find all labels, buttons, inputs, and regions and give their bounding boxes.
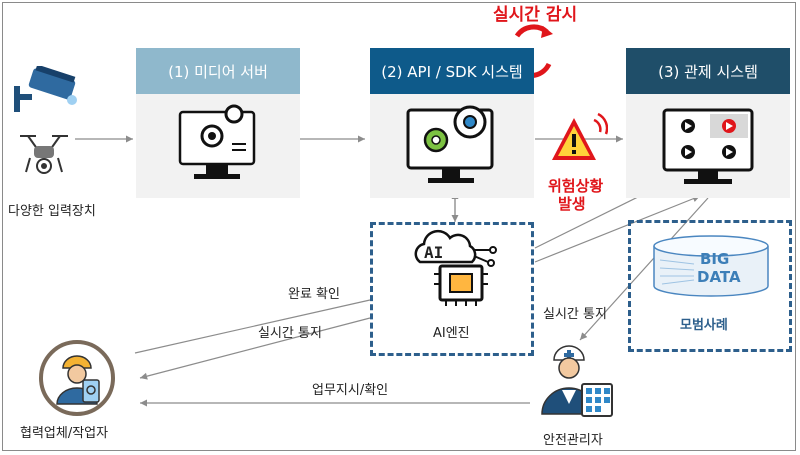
safety-manager-icon <box>541 345 613 417</box>
server-monitor-gear-icon <box>178 104 256 179</box>
ai-engine-box <box>370 222 534 356</box>
realtime-monitoring-label: 실시간 감시 <box>493 5 578 25</box>
warning-icon <box>552 112 608 160</box>
work-order-label: 업무지시/확인 <box>312 383 389 398</box>
big-data-cylinder-icon <box>653 235 769 297</box>
realtime-notify-left-label: 실시간 통지 <box>258 326 322 341</box>
big-data-text-line1: BIG <box>700 250 730 268</box>
api-monitor-gears-icon <box>406 105 494 183</box>
diagram-frame <box>2 2 796 451</box>
cctv-camera-icon <box>14 66 77 112</box>
worker-avatar-icon <box>39 340 115 416</box>
media-server-title: (1) 미디어 서버 <box>136 48 300 94</box>
best-case-box <box>628 220 792 352</box>
done-confirm-label: 완료 확인 <box>288 287 340 302</box>
danger-label-line2: 발생 <box>558 195 586 213</box>
line-ai-to-partner-done <box>134 299 371 354</box>
line-ai-to-control <box>534 195 641 249</box>
realtime-notify-right-label: 실시간 통지 <box>543 307 607 322</box>
drone-icon <box>20 135 68 174</box>
safety-manager-label: 안전관리자 <box>543 433 603 448</box>
danger-label-line1: 위험상황 <box>548 177 604 195</box>
ai-chip-text: AI <box>424 243 444 262</box>
api-sdk-title: (2) API / SDK 시스템 <box>370 48 534 94</box>
partner-worker-label: 협력업체/작업자 <box>20 426 109 441</box>
video-wall-monitor-icon <box>662 108 754 184</box>
big-data-text-line2: DATA <box>697 268 741 286</box>
ai-engine-label: AI엔진 <box>433 326 470 341</box>
input-devices-label: 다양한 입력장치 <box>8 204 96 219</box>
line-ai-to-partner-notify <box>139 317 371 380</box>
best-case-label: 모범사례 <box>680 318 728 333</box>
control-system-title: (3) 관제 시스템 <box>626 48 790 94</box>
ai-chip-cloud-icon <box>414 229 497 306</box>
